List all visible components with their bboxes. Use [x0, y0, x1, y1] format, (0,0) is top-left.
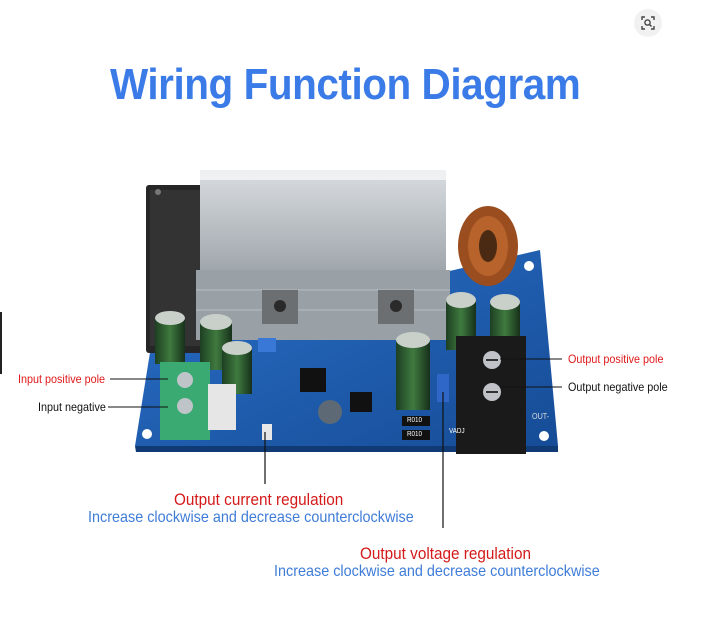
- voltage-regulation-description: Increase clockwise and decrease counterc…: [274, 563, 600, 580]
- current-regulation-title: Output current regulation: [174, 490, 344, 509]
- heatsink: [200, 170, 446, 300]
- voltage-regulation-title: Output voltage regulation: [360, 544, 531, 563]
- page-title: Wiring Function Diagram: [110, 60, 581, 109]
- input-negative-label: Input negative: [38, 400, 106, 414]
- r010-mark-a: R010: [407, 417, 423, 424]
- input-positive-label: Input positive pole: [18, 372, 106, 386]
- out-minus-mark: OUT-: [532, 412, 550, 421]
- lens-search-icon: [641, 16, 655, 30]
- current-regulation-description: Increase clockwise and decrease counterc…: [88, 509, 414, 526]
- vadj-mark: VADJ: [449, 428, 465, 435]
- left-edge-bar: [0, 312, 2, 374]
- r010-mark-b: R010: [407, 431, 423, 438]
- output-positive-label: Output positive pole: [568, 352, 664, 366]
- lens-search-button[interactable]: [634, 9, 662, 37]
- output-negative-label: Output negative pole: [568, 380, 668, 394]
